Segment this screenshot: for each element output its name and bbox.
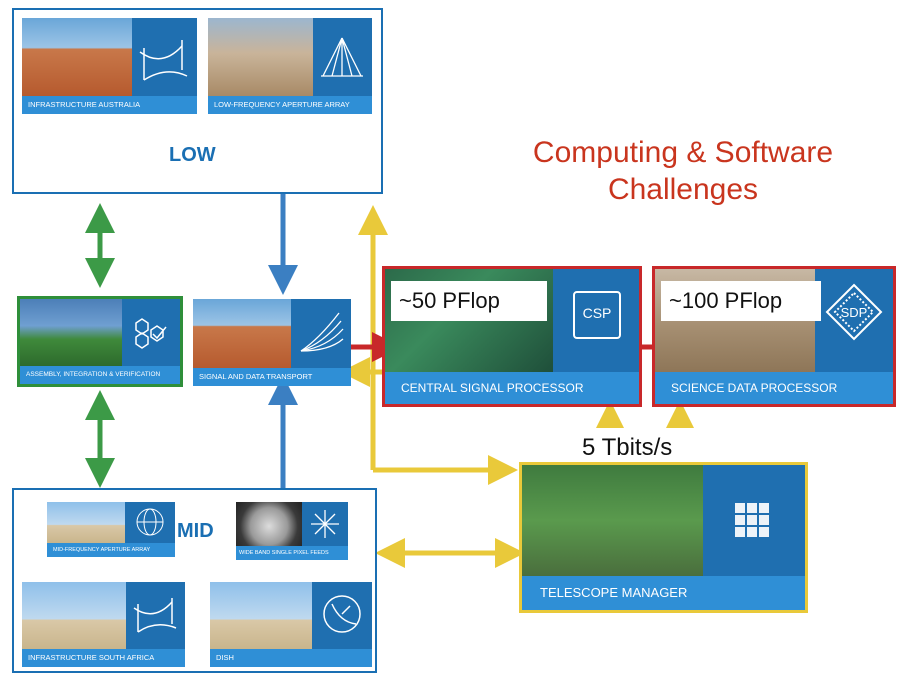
- low-label: LOW: [169, 144, 216, 166]
- csp-badge: CSP: [582, 305, 612, 321]
- mid-label: MID: [177, 520, 214, 542]
- pylon-icon: [132, 18, 197, 96]
- antenna-array-icon: [313, 18, 372, 96]
- tile-signal-and-data-transport[interactable]: SIGNAL AND DATA TRANSPORT: [193, 299, 351, 386]
- signal-fan-icon: [291, 299, 351, 368]
- tile-infrastructure-south-africa[interactable]: INFRASTRUCTURE SOUTH AFRICA: [22, 582, 185, 667]
- data-rate-label: 5 Tbits/s: [576, 428, 710, 468]
- tile-telescope-manager[interactable]: TELESCOPE MANAGER: [519, 462, 808, 613]
- pylon-icon: [126, 582, 185, 649]
- cube-grid-icon: [703, 465, 805, 576]
- starburst-icon: [302, 502, 348, 546]
- sdp-badge: SDP: [840, 305, 868, 320]
- tile-central-signal-processor[interactable]: CSP CENTRAL SIGNAL PROCESSOR ~50 PFlop: [382, 266, 642, 407]
- tile-dish[interactable]: DISH: [210, 582, 372, 667]
- sphere-grid-icon: [125, 502, 175, 543]
- csp-flop-label: ~50 PFlop: [391, 281, 547, 321]
- mid-frame: MID-FREQUENCY APERTURE ARRAY MID WIDE BA…: [12, 488, 377, 673]
- satellite-dish-icon: [312, 582, 372, 649]
- hexagons-check-icon: [122, 299, 180, 366]
- tile-infrastructure-australia[interactable]: INFRASTRUCTURE AUSTRALIA: [22, 18, 197, 114]
- page-title: Computing & Software Challenges: [532, 136, 834, 206]
- tile-low-frequency-aperture-array[interactable]: LOW-FREQUENCY APERTURE ARRAY: [208, 18, 372, 114]
- tile-wide-band-single-pixel-feeds[interactable]: WIDE BAND SINGLE PIXEL FEEDS: [236, 502, 348, 560]
- tile-assembly-integration-verification[interactable]: ASSEMBLY, INTEGRATION & VERIFICATION: [17, 296, 183, 387]
- tile-mid-frequency-aperture-array[interactable]: MID-FREQUENCY APERTURE ARRAY: [47, 502, 175, 557]
- low-frame: INFRASTRUCTURE AUSTRALIA LOW-FREQUENCY A…: [12, 8, 383, 194]
- chip-icon: CSP: [553, 269, 639, 372]
- diamond-chip-icon: SDP: [815, 269, 893, 372]
- tile-science-data-processor[interactable]: SDP SCIENCE DATA PROCESSOR ~100 PFlop: [652, 266, 896, 407]
- sdp-flop-label: ~100 PFlop: [661, 281, 821, 321]
